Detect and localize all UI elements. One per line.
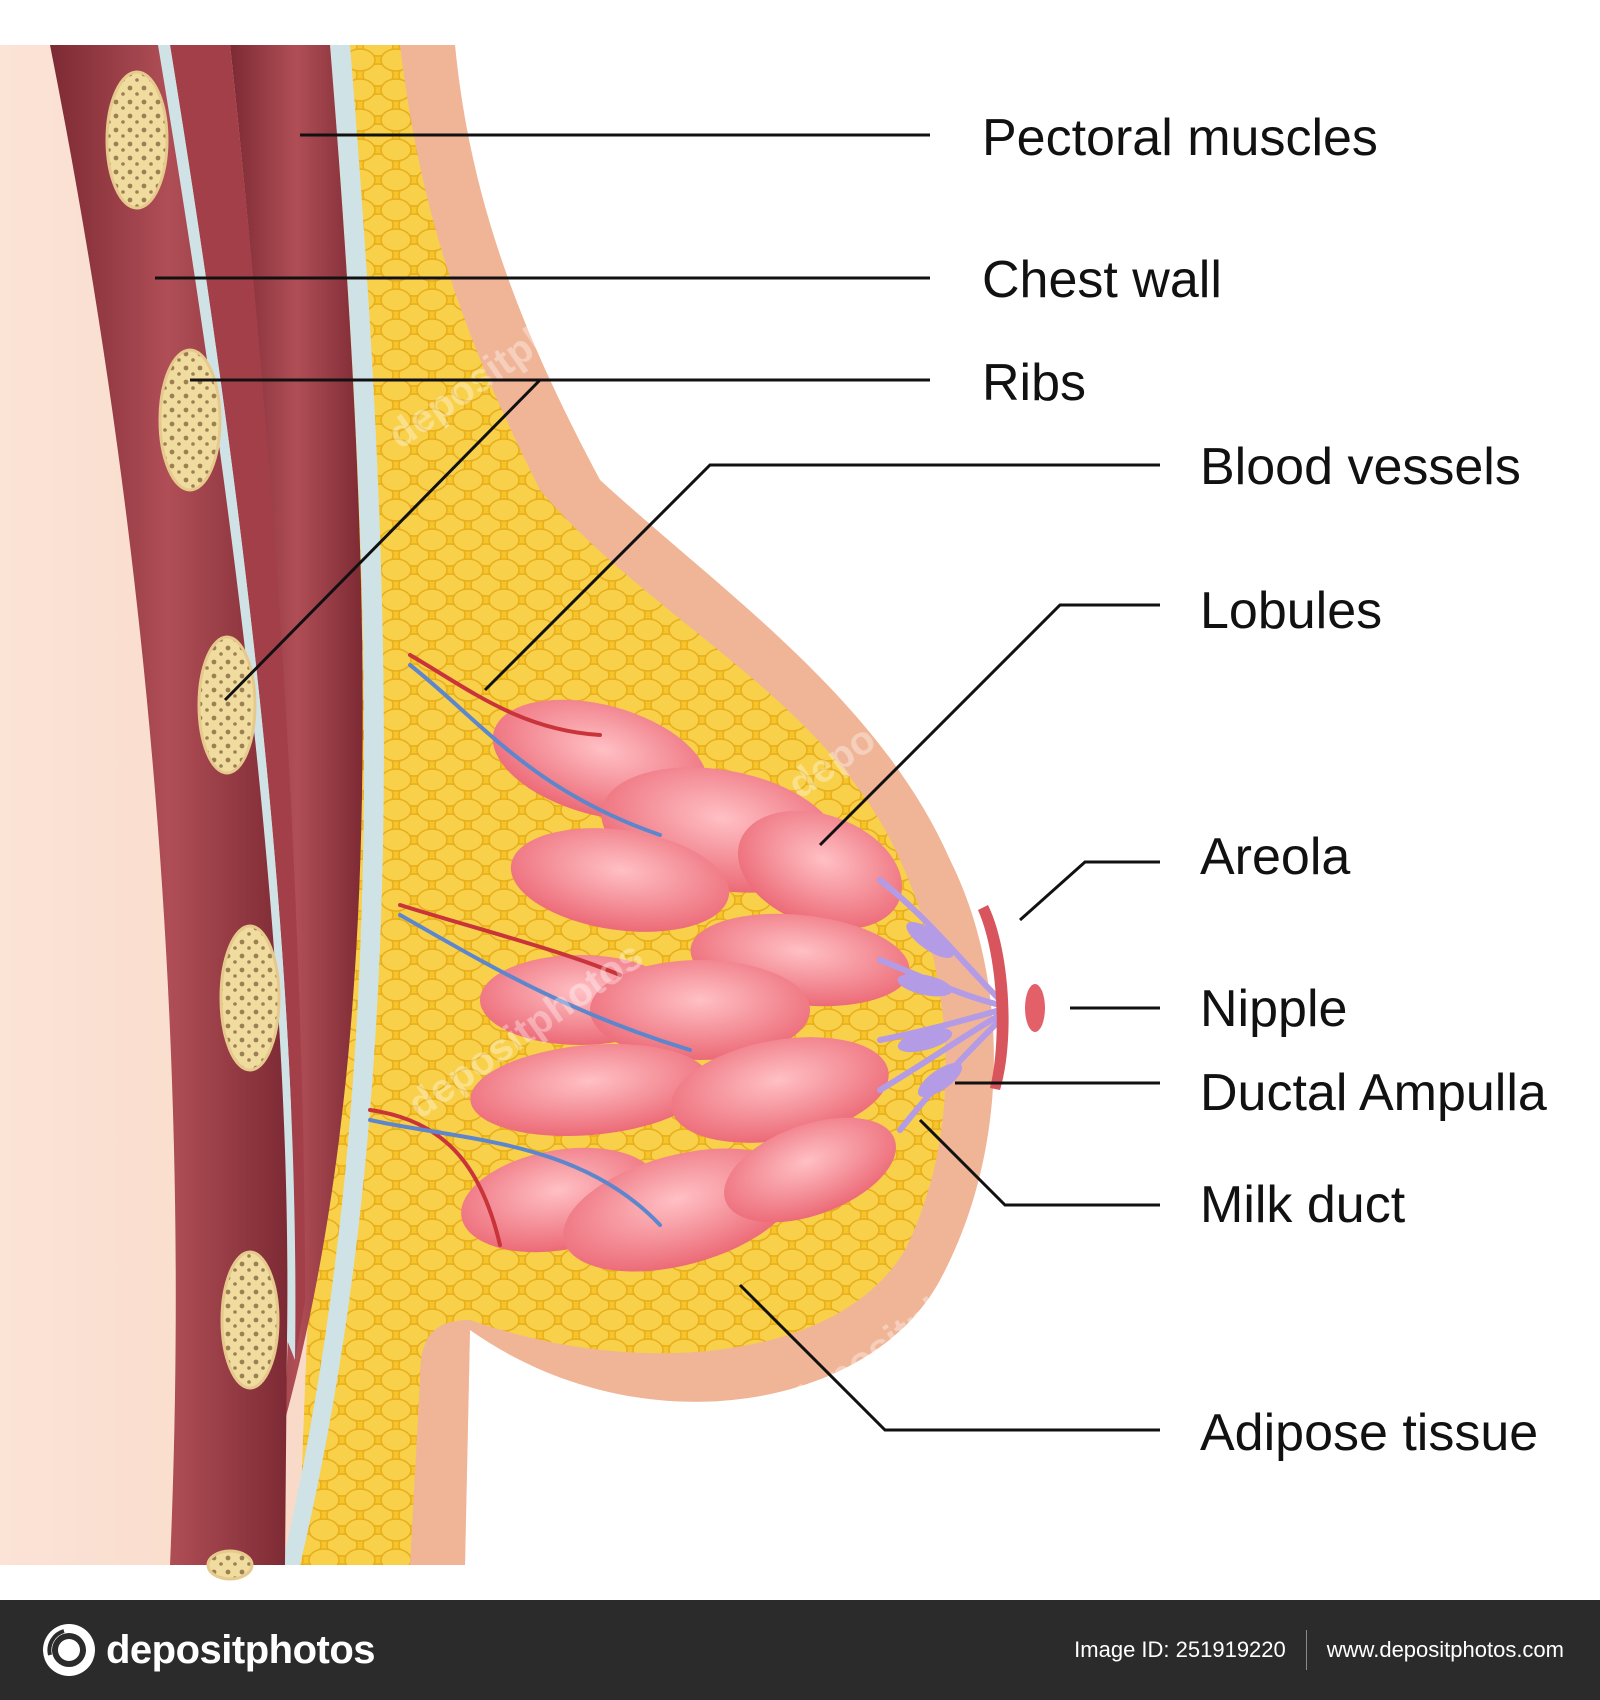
footer-bar: depositphotos Image ID: 251919220 www.de… [0, 1600, 1600, 1700]
ductal-ampulla [917, 1062, 963, 1098]
rib-5 [220, 1250, 280, 1390]
label-ribs: Ribs [982, 354, 1086, 412]
ductal-ampulla [897, 1027, 953, 1053]
logo-text: depositphotos [106, 1627, 376, 1672]
footer-divider [1305, 1630, 1307, 1670]
label-areola: Areola [1200, 828, 1350, 886]
rib-4 [219, 924, 281, 1072]
lobule [510, 828, 730, 932]
website-link[interactable]: www.depositphotos.com [1326, 1637, 1564, 1662]
leader-areola [1019, 860, 1160, 922]
ribs-group [105, 70, 281, 1581]
milk-duct [877, 1007, 1003, 1043]
ductal-ampulla [906, 921, 954, 959]
blood-vessels-group [368, 653, 692, 1247]
label-chest-wall: Chest wall [982, 251, 1222, 309]
lobule [724, 1117, 896, 1223]
leader-lines-group [155, 133, 1160, 1432]
depositphotos-logo[interactable]: depositphotos [40, 1620, 376, 1680]
footer-info: Image ID: 251919220 www.depositphotos.co… [1074, 1600, 1564, 1700]
areola [978, 905, 1009, 1090]
label-milk-duct: Milk duct [1200, 1176, 1406, 1234]
leader-lobules [818, 603, 1160, 847]
rib-6 [206, 1549, 254, 1581]
artery [368, 1108, 502, 1247]
lobule [470, 1043, 710, 1137]
lobule [737, 810, 903, 930]
artery [398, 903, 622, 977]
ductal-ampulla [897, 973, 953, 997]
fascia-membrane [282, 45, 384, 1565]
label-lobules: Lobules [1200, 582, 1382, 640]
rib-1 [105, 70, 169, 210]
pectoral-muscle-band-2 [170, 45, 305, 1360]
leader-adipose-tissue [738, 1283, 1160, 1432]
camera-icon [43, 1624, 95, 1676]
label-adipose-tissue: Adipose tissue [1200, 1404, 1538, 1462]
leader-milk-duct [918, 1118, 1160, 1207]
image-id-text: Image ID: 251919220 [1074, 1637, 1286, 1662]
vein [368, 1118, 662, 1227]
ductal-ampullae-group [897, 921, 963, 1098]
rib-3 [197, 635, 257, 775]
vein [398, 913, 692, 1052]
lobules-group [461, 699, 910, 1272]
milk-duct [877, 1012, 1003, 1093]
lobule [671, 1037, 889, 1143]
label-nipple: Nipple [1200, 980, 1347, 1038]
vein [408, 663, 662, 837]
chest-wall-muscle [50, 45, 288, 1565]
label-blood-vessels: Blood vessels [1200, 438, 1521, 496]
leader-blood-vessels [483, 463, 1160, 692]
label-pectoral-muscles: Pectoral muscles [982, 109, 1378, 167]
labels-group: Pectoral muscles Chest wall Ribs Blood v… [982, 109, 1547, 1462]
nipple [1025, 984, 1045, 1032]
leader-ribs-diagonal [223, 378, 542, 702]
rib-2 [158, 348, 222, 492]
pectoral-muscle-band-1 [230, 45, 363, 1420]
artery [408, 653, 602, 737]
breast-anatomy-diagram: depositphotos depositphotos depositphoto… [0, 45, 1547, 1581]
label-ductal-ampulla: Ductal Ampulla [1200, 1064, 1547, 1122]
